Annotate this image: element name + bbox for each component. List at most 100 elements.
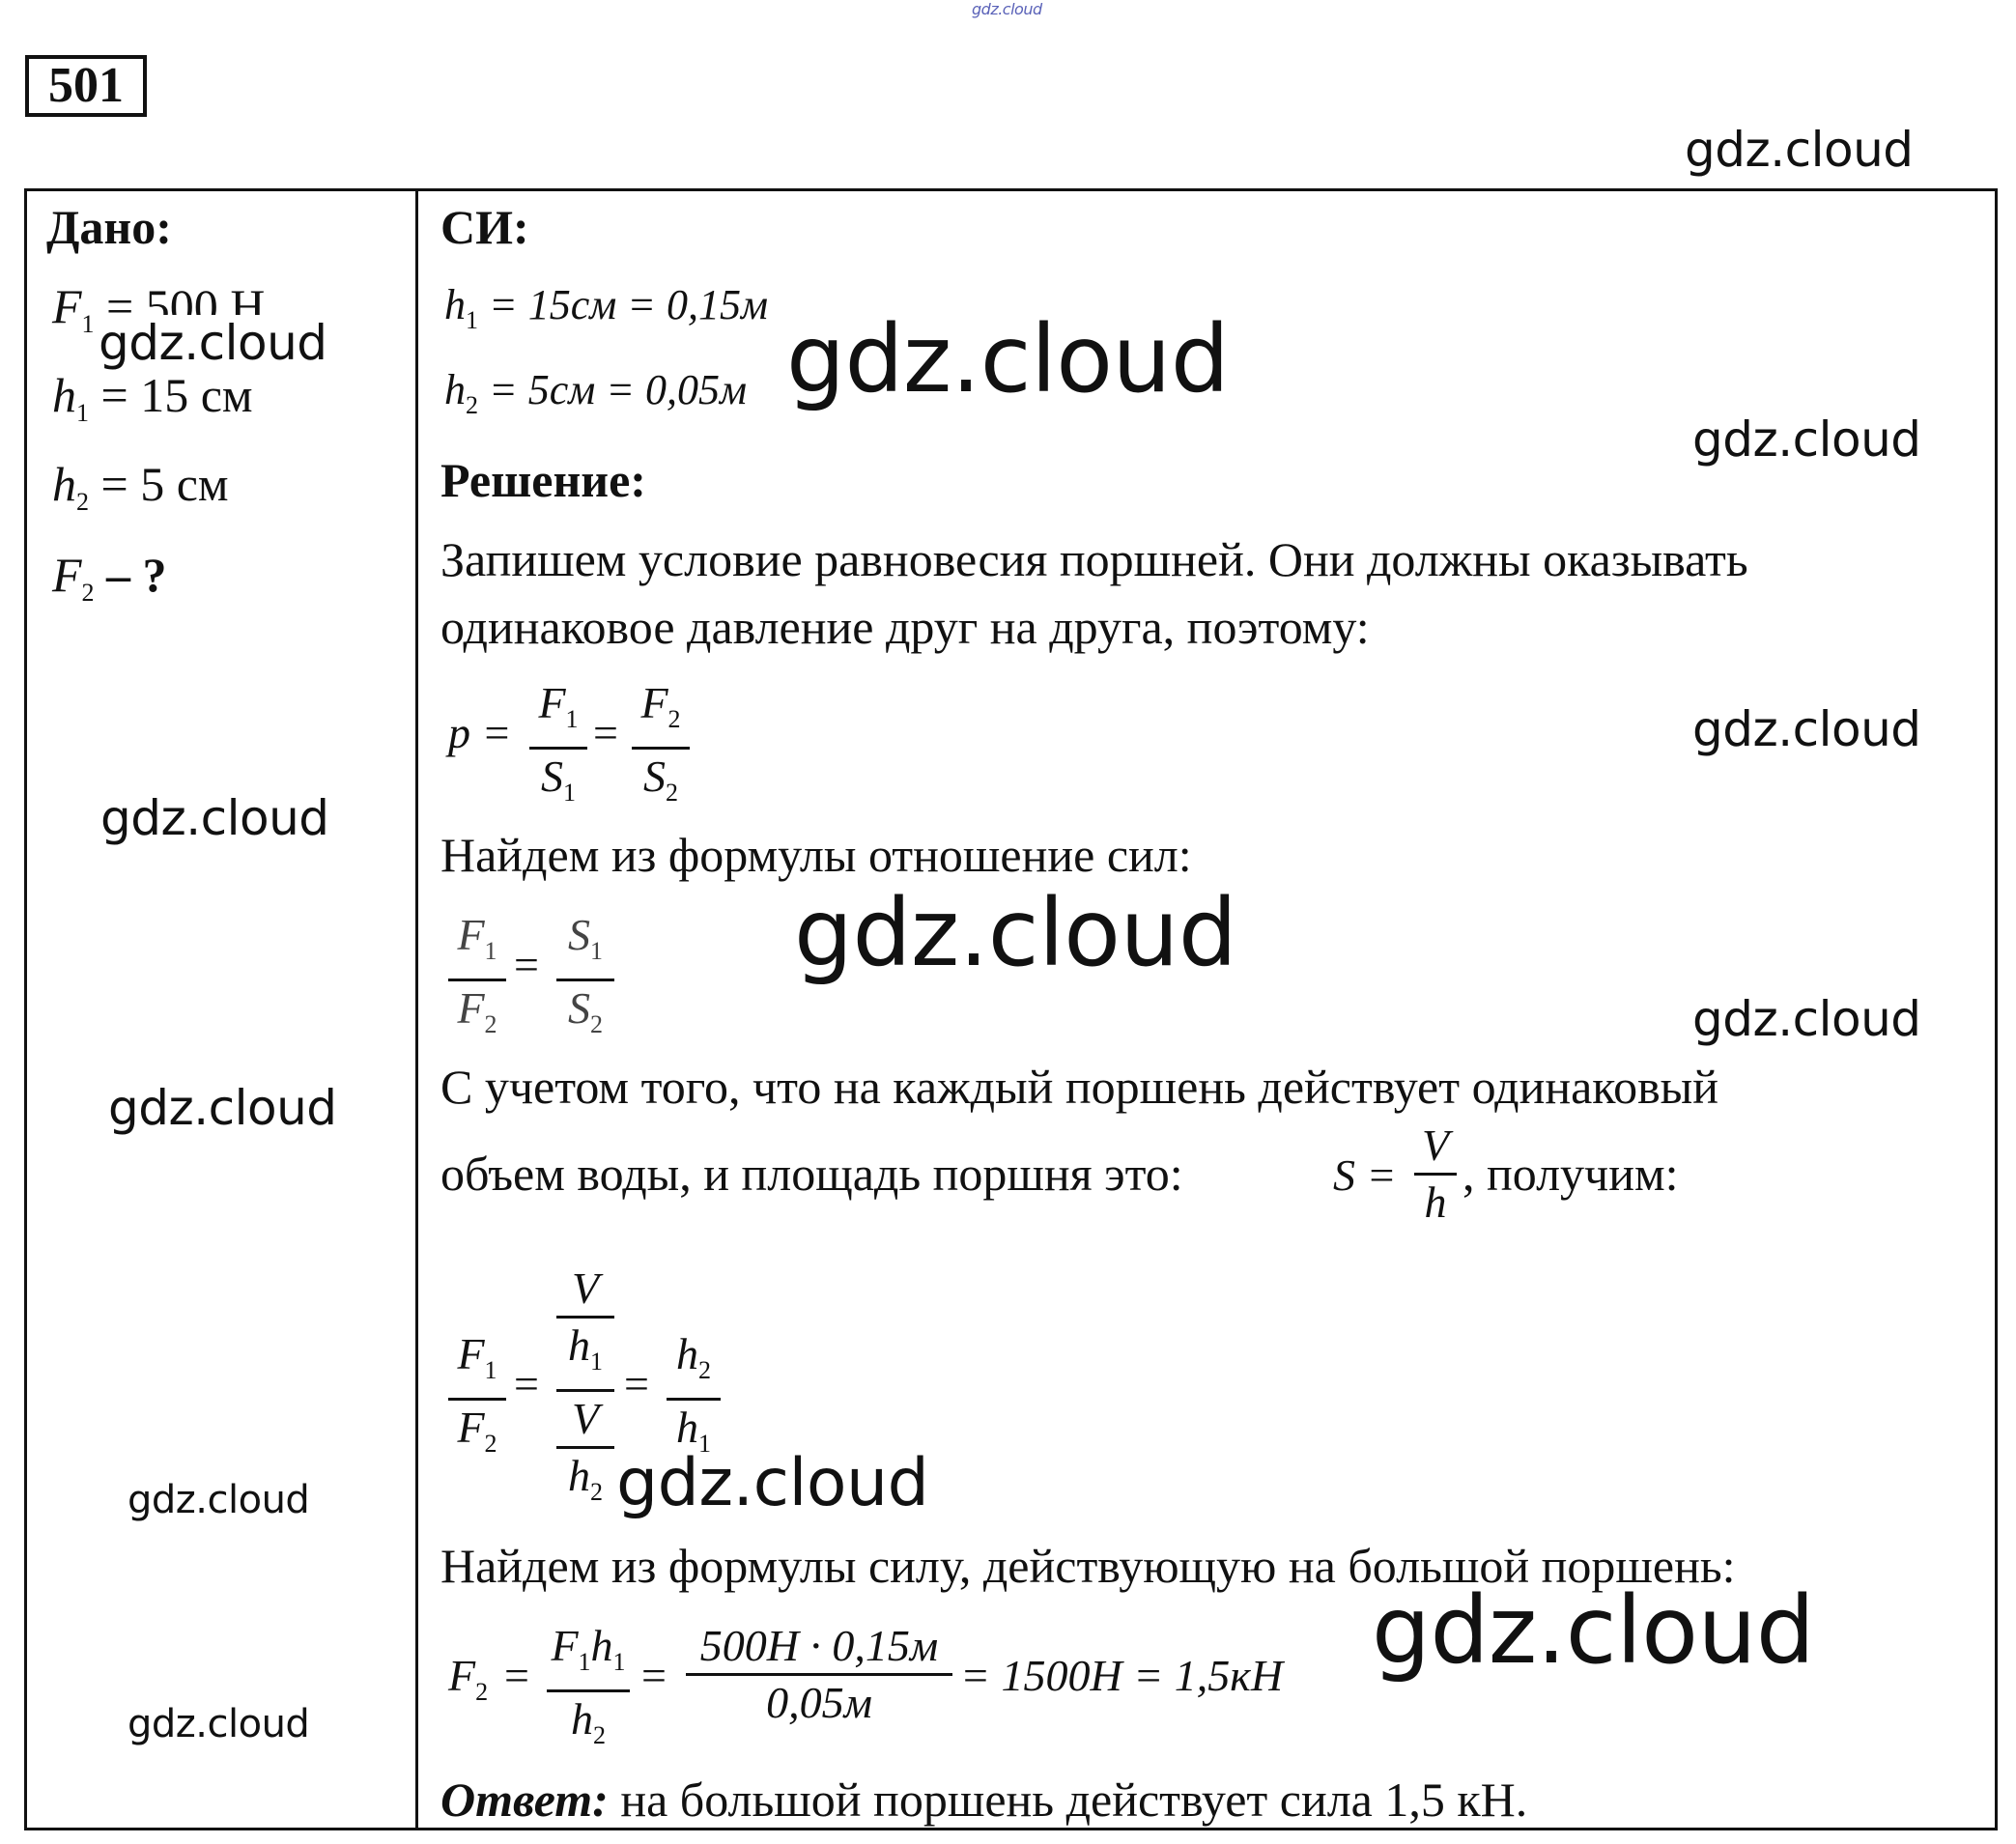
- volume-frac-1-num-sub: 1: [484, 1356, 497, 1384]
- pressure-frac-1-den-sub: 1: [563, 779, 576, 807]
- volume-frac-3-num-sym: h: [676, 1329, 698, 1378]
- volume-frac-1-den: F2: [448, 1401, 506, 1471]
- volume-frac-3-num: h2: [667, 1327, 721, 1398]
- volume-compound-frac: V h1 V h2: [556, 1262, 614, 1519]
- given-F2-sub: 2: [81, 579, 95, 607]
- given-F1-symbol: F: [52, 279, 82, 333]
- si-line-1-value: = 15см = 0,15м: [478, 281, 769, 328]
- pressure-frac-1-den-sym: S: [541, 752, 563, 801]
- ratio-frac-1: F1 F2: [448, 908, 506, 1052]
- given-h1-sub: 1: [76, 399, 89, 427]
- watermark-13: gdz.cloud: [128, 1702, 310, 1746]
- ratio-frac-2: S1 S2: [556, 908, 614, 1052]
- area-frac-num: V: [1421, 1121, 1450, 1170]
- volume-frac-1-num: F1: [448, 1327, 506, 1398]
- final-frac-1-num-a: F: [551, 1621, 579, 1670]
- solution-paragraph-3-line-1: С учетом того, что на каждый поршень дей…: [440, 1060, 1719, 1114]
- si-line-2-sub: 2: [466, 391, 478, 419]
- final-frac-2-den: 0,05м: [766, 1678, 872, 1727]
- si-line-1: h1 = 15см = 0,15м: [444, 280, 768, 335]
- final-frac-1-num-b-sub: 1: [612, 1648, 626, 1676]
- ratio-frac-2-den: S2: [556, 981, 614, 1052]
- volume-compound-h1: h1: [556, 1319, 614, 1389]
- final-result: = 1500Н = 1,5кН: [960, 1651, 1284, 1700]
- pressure-frac-1-bar: [529, 747, 587, 750]
- area-frac-den: h: [1424, 1177, 1447, 1227]
- si-title: СИ:: [440, 200, 529, 254]
- given-F2: F2 – ?: [52, 547, 167, 608]
- pressure-frac-2-num-sym: F: [640, 678, 668, 727]
- pressure-frac-1-num: F1: [529, 676, 587, 747]
- pressure-frac-1-den: S1: [529, 750, 587, 820]
- ratio-frac-2-den-sub: 2: [590, 1010, 603, 1038]
- final-frac-1-den: h2: [547, 1692, 630, 1763]
- ratio-frac-1-num-sym: F: [457, 910, 485, 959]
- watermark-1: gdz.cloud: [1685, 122, 1914, 178]
- volume-equals-1: =: [514, 1359, 539, 1408]
- given-h2-symbol: h: [52, 457, 76, 511]
- volume-frac-1-bar: [448, 1398, 506, 1401]
- final-frac-1-num-b: h: [590, 1621, 613, 1670]
- answer-text: на большой поршень действует сила 1,5 кН…: [608, 1773, 1528, 1827]
- si-line-1-symbol: h: [444, 281, 466, 328]
- volume-compound-h2-sym: h: [568, 1451, 590, 1500]
- volume-compound-V1: V: [571, 1263, 600, 1313]
- watermark-2: gdz.cloud: [99, 315, 327, 371]
- pressure-frac-1: F1 S1: [529, 676, 587, 820]
- ratio-frac-1-num: F1: [448, 908, 506, 979]
- given-F2-symbol: F: [52, 548, 82, 602]
- watermark-11: gdz.cloud: [128, 1478, 310, 1522]
- volume-compound-bar-bottom: [556, 1446, 614, 1449]
- volume-equals-2: =: [624, 1359, 649, 1408]
- volume-frac-3: h2 h1: [667, 1327, 721, 1471]
- column-divider: [415, 188, 418, 1830]
- answer-label: Ответ:: [440, 1773, 609, 1827]
- volume-compound-bar-main: [556, 1389, 614, 1392]
- final-frac-2-bar: [686, 1673, 952, 1676]
- given-h2-sub: 2: [76, 488, 89, 516]
- pressure-lhs: p =: [448, 708, 512, 757]
- ratio-frac-1-num-sub: 1: [484, 937, 497, 965]
- solution-paragraph-1-line-2: одинаковое давление друг на друга, поэто…: [440, 600, 1370, 654]
- given-h1-value: = 15 см: [89, 368, 253, 422]
- pressure-frac-2-num-sub: 2: [667, 705, 681, 733]
- volume-frac-3-den-sym: h: [676, 1403, 698, 1452]
- pressure-equals: =: [593, 708, 618, 757]
- volume-compound-V2: V: [571, 1394, 600, 1443]
- volume-frac-3-den-sub: 1: [698, 1430, 711, 1458]
- si-line-2: h2 = 5см = 0,05м: [444, 365, 747, 420]
- watermark-3: gdz.cloud: [786, 305, 1230, 413]
- given-h1-symbol: h: [52, 368, 76, 422]
- solution-table: [24, 188, 1998, 1830]
- ratio-frac-2-den-sym: S: [568, 983, 590, 1033]
- solution-paragraph-3-line-2: объем воды, и площадь поршня это:: [440, 1146, 1183, 1202]
- final-frac-2: 500Н · 0,15м 0,05м: [686, 1619, 952, 1730]
- ratio-frac-2-num: S1: [556, 908, 614, 979]
- given-h1: h1 = 15 см: [52, 367, 253, 428]
- ratio-equals: =: [514, 940, 539, 989]
- pressure-frac-1-num-sym: F: [538, 678, 566, 727]
- volume-compound-h2-sub: 2: [590, 1478, 603, 1506]
- watermark-10: gdz.cloud: [616, 1445, 929, 1521]
- final-frac-2-num: 500Н · 0,15м: [699, 1621, 939, 1670]
- pressure-frac-2-den-sub: 2: [666, 779, 678, 807]
- pressure-frac-2-den-sym: S: [643, 752, 666, 801]
- watermark-6: gdz.cloud: [100, 790, 329, 846]
- final-equals-2: =: [641, 1651, 667, 1700]
- pressure-frac-2-den: S2: [632, 750, 690, 820]
- area-frac-bar: [1414, 1173, 1457, 1176]
- ratio-frac-1-den: F2: [448, 981, 506, 1052]
- ratio-frac-1-bar: [448, 979, 506, 981]
- pressure-frac-2: F2 S2: [632, 676, 690, 820]
- ratio-frac-1-den-sym: F: [457, 983, 485, 1033]
- area-lhs: S =: [1333, 1150, 1397, 1200]
- given-F2-unknown: – ?: [94, 548, 167, 602]
- pressure-frac-2-bar: [632, 747, 690, 750]
- top-watermark: gdz.cloud: [972, 0, 1042, 18]
- pressure-frac-1-num-sub: 1: [565, 705, 579, 733]
- given-title: Дано:: [46, 200, 172, 254]
- watermark-12: gdz.cloud: [1372, 1576, 1815, 1685]
- answer: Ответ: на большой поршень действует сила…: [440, 1772, 1527, 1828]
- solution-paragraph-3-line-2-a: объем воды, и площадь поршня это:: [440, 1147, 1183, 1201]
- solution-paragraph-2: Найдем из формулы отношение сил:: [440, 828, 1192, 882]
